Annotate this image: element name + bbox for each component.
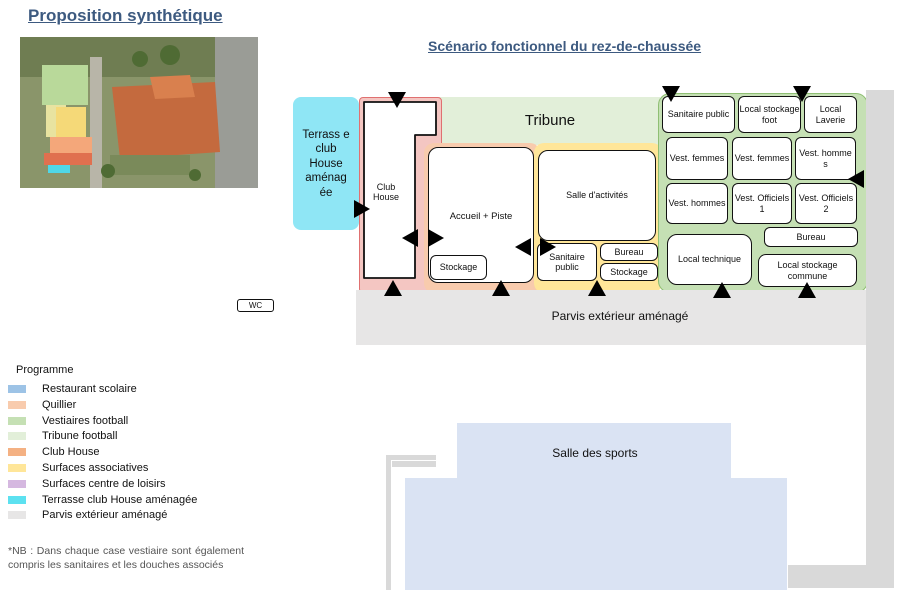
legend-swatch xyxy=(8,479,26,488)
terrasse-label: Terrass e club House aménag ée xyxy=(302,129,350,199)
legend-label: Terrasse club House aménagée xyxy=(42,493,198,506)
diagram-subtitle: Scénario fonctionnel du rez-de-chaussée xyxy=(428,38,702,54)
vest-femmes-room-1: Vest. femmes xyxy=(666,137,728,180)
stockage-room-2: Stockage xyxy=(600,263,658,281)
parvis-label: Parvis extérieur aménagé xyxy=(551,309,689,323)
legend-label: Vestiaires football xyxy=(42,414,129,427)
legend-item: Terrasse club House aménagée xyxy=(8,493,197,507)
arrow-vest-right xyxy=(848,170,864,188)
arrow-clubhouse-bottom xyxy=(384,280,402,296)
arrow-clubhouse-top xyxy=(388,92,406,108)
legend-label: Restaurant scolaire xyxy=(42,383,137,395)
aerial-photo xyxy=(20,37,258,188)
legend-swatch xyxy=(8,511,26,520)
vest-hommes-room-2: Vest. hommes xyxy=(666,183,728,224)
sanitaire-public-room-1: Sanitaire public xyxy=(537,243,597,281)
legend-item: Parvis extérieur aménagé xyxy=(8,508,167,522)
arrow-vest-top-left xyxy=(662,86,680,102)
stockage-room-1: Stockage xyxy=(430,255,487,280)
legend-item: Restaurant scolaire xyxy=(8,382,137,396)
arrow-assoc-bottom xyxy=(588,280,606,296)
legend-label: Tribune football xyxy=(42,430,118,443)
club-house-outline xyxy=(363,101,437,279)
legend-swatch xyxy=(8,385,26,393)
club-house-label: Club House xyxy=(372,182,399,202)
legend-title: Programme xyxy=(16,364,74,376)
legend-label: Surfaces centre de loisirs xyxy=(42,477,166,490)
arrow-vest-top-right xyxy=(793,86,811,102)
salle-activites-room: Salle d'activités xyxy=(538,150,656,241)
legend-swatch xyxy=(8,432,26,441)
arrow-vest-bottom xyxy=(713,282,731,298)
salle-sports-bottom xyxy=(405,478,787,590)
parvis-side-strip xyxy=(866,90,894,588)
bureau-room-1: Bureau xyxy=(600,243,658,261)
legend-item: Surfaces associatives xyxy=(8,461,148,475)
legend-label: Club House xyxy=(42,446,100,459)
parvis-bottom-strip xyxy=(788,565,894,588)
legend-label: Quillier xyxy=(42,398,77,411)
salle-sports-top xyxy=(457,423,731,481)
legend-label: Parvis extérieur aménagé xyxy=(42,509,168,522)
arrow-clubhouse-quillier-1 xyxy=(402,229,418,247)
vest-hommes-room-1: Vest. homme s xyxy=(795,137,856,180)
arrow-clubhouse-terrasse xyxy=(354,200,370,218)
vest-officiels-room-1: Vest. Officiels 1 xyxy=(732,183,792,224)
parvis-zone xyxy=(356,290,868,345)
path-outline xyxy=(386,455,436,590)
legend-label: Surfaces associatives xyxy=(42,462,149,474)
arrow-vest-bottom-right xyxy=(798,282,816,298)
vest-femmes-room-2: Vest. femmes xyxy=(732,137,792,180)
local-technique-room: Local technique xyxy=(667,234,752,285)
legend-item: Quillier xyxy=(8,398,76,412)
footnote: *NB : Dans chaque case vestiaire sont ég… xyxy=(8,545,244,571)
legend-swatch xyxy=(8,400,26,409)
sanitaire-public-room-2: Sanitaire public xyxy=(662,96,735,133)
legend-swatch xyxy=(8,448,26,457)
legend-swatch xyxy=(8,495,26,504)
vest-officiels-room-2: Vest. Officiels 2 xyxy=(795,183,857,224)
salle-sports-label: Salle des sports xyxy=(552,446,638,460)
tribune-label: Tribune xyxy=(524,112,576,129)
wc-room: WC xyxy=(237,299,274,312)
bureau-room-2: Bureau xyxy=(764,227,858,247)
arrow-quillier-assoc-1 xyxy=(515,238,531,256)
legend-item: Club House xyxy=(8,445,99,459)
arrow-quillier-bottom xyxy=(492,280,510,296)
local-stockage-foot-room: Local stockage foot xyxy=(738,96,801,133)
local-stockage-commune-room: Local stockage commune xyxy=(758,254,857,287)
legend-item: Surfaces centre de loisirs xyxy=(8,477,166,491)
path-outline-inner xyxy=(392,461,436,467)
legend-swatch xyxy=(8,416,26,425)
arrow-clubhouse-quillier-2 xyxy=(428,229,444,247)
legend-item: Vestiaires football xyxy=(8,414,128,428)
tribune-zone xyxy=(438,97,660,145)
arrow-quillier-assoc-2 xyxy=(540,238,556,256)
legend-swatch xyxy=(8,464,26,472)
local-laverie-room: Local Laverie xyxy=(804,96,857,133)
page-title: Proposition synthétique xyxy=(28,6,223,25)
terrasse-zone xyxy=(293,97,359,230)
legend-item: Tribune football xyxy=(8,429,117,443)
